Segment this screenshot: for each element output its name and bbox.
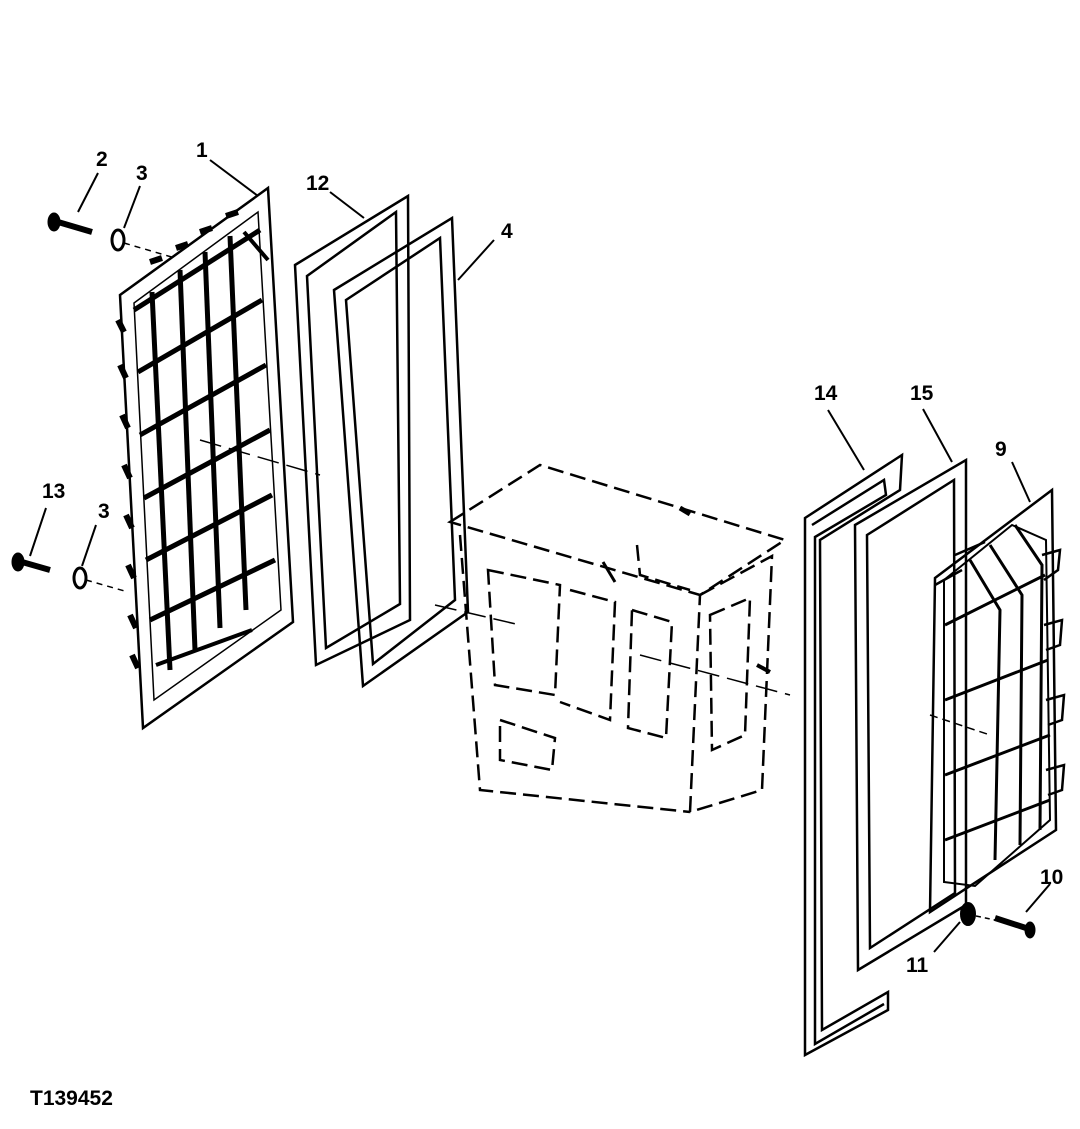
gasket-14 [803, 452, 904, 1058]
callout-10: 10 [1040, 866, 1063, 889]
callout-1: 1 [196, 139, 208, 162]
bolt-right [994, 915, 1036, 939]
washer-upper-left [110, 228, 126, 252]
callout-14: 14 [814, 382, 838, 405]
washer-right [960, 902, 976, 926]
right-grille [928, 487, 1066, 915]
callout-2: 2 [96, 148, 108, 171]
bolt-lower-left [11, 552, 51, 573]
leader-lines [29, 159, 1051, 953]
figure-id: T139452 [30, 1087, 113, 1110]
callout-3-lower: 3 [98, 500, 110, 523]
seal-frame-15 [853, 457, 968, 973]
alignment-line-left [199, 439, 791, 696]
washer-lower-left [72, 566, 88, 590]
callout-4: 4 [501, 220, 513, 243]
callout-3-upper: 3 [136, 162, 148, 185]
seal-frame-4 [332, 215, 470, 689]
cab-phantom [446, 463, 788, 814]
gasket-12 [293, 193, 412, 667]
bolt-upper-left [47, 212, 93, 235]
left-grille [115, 185, 295, 731]
callout-12: 12 [306, 172, 329, 195]
callout-11: 11 [906, 954, 929, 977]
callout-13: 13 [42, 480, 65, 503]
callout-9: 9 [995, 438, 1007, 461]
callout-15: 15 [910, 382, 934, 405]
